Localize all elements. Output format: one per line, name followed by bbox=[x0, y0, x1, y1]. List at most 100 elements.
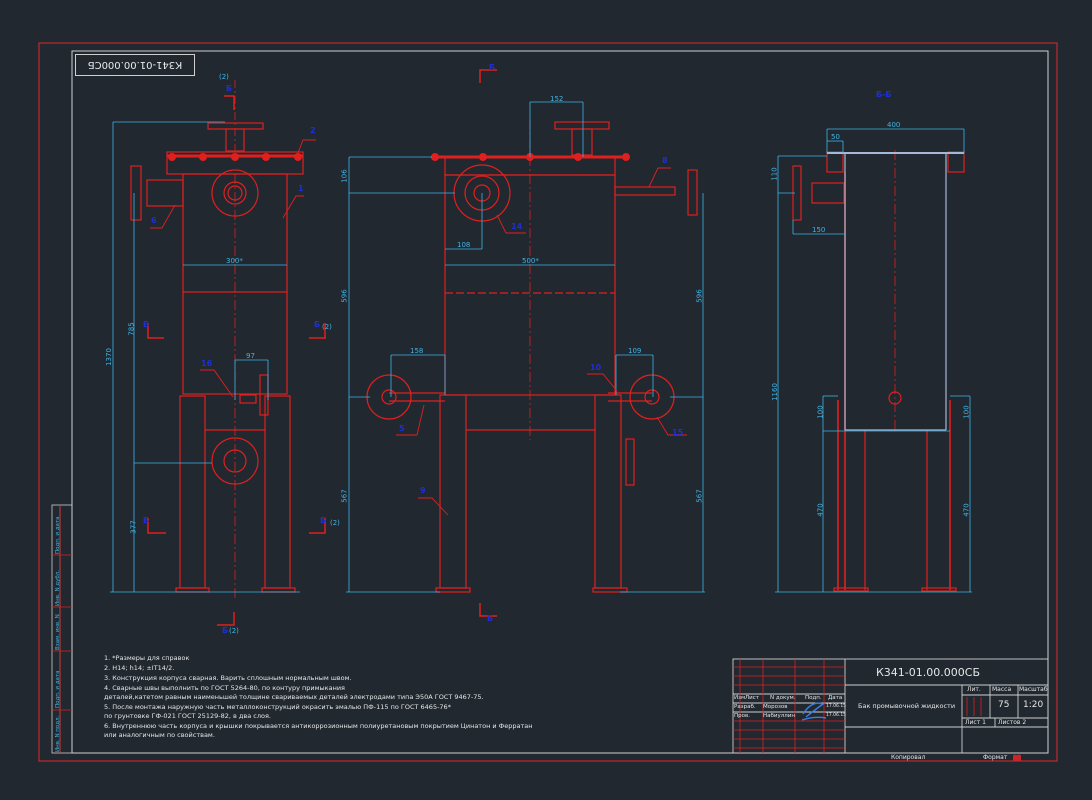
callout-2-bottom: (2) bbox=[229, 627, 239, 635]
title-block-red-grid bbox=[733, 659, 982, 753]
note-5: 5. После монтажа наружную часть металлок… bbox=[104, 703, 451, 711]
dim-1160: 1160 bbox=[770, 383, 779, 401]
note-4: 4. Сварные швы выполнить по ГОСТ 5264-80… bbox=[104, 684, 345, 692]
dim-150: 150 bbox=[812, 226, 826, 234]
rev-header-doc: N докум. bbox=[770, 695, 796, 701]
front-view-bolts bbox=[431, 153, 630, 161]
sheets-total: Листов 2 bbox=[998, 719, 1027, 726]
header-scale: Масштаб bbox=[1019, 686, 1048, 693]
front-view-dimensions bbox=[346, 101, 705, 593]
callout-2-right: (2) bbox=[322, 323, 332, 331]
scale-value: 1:20 bbox=[1023, 700, 1044, 710]
sheet-number: Лист 1 bbox=[965, 719, 986, 726]
position-2: 2 bbox=[310, 126, 316, 135]
section-markers bbox=[147, 69, 497, 626]
dim-300: 300* bbox=[226, 257, 243, 265]
position-9: 9 bbox=[420, 486, 426, 495]
title-block-drawing-title: Бак промывочной жидкости bbox=[858, 702, 956, 710]
side-label-inv-dubl: Инв. N дубл. bbox=[55, 569, 61, 606]
rev-header-list: Лист bbox=[745, 695, 759, 701]
section-mark-right-1: Б bbox=[314, 320, 321, 329]
dim-100-right: 100 bbox=[962, 405, 971, 419]
section-mark-b-front-top: Б bbox=[489, 63, 496, 72]
dim-567-right: 567 bbox=[695, 489, 704, 503]
section-mark-bottom: Б bbox=[222, 626, 229, 635]
dim-377: 377 bbox=[129, 520, 138, 534]
name-checker: Набиуллин bbox=[763, 713, 795, 719]
dim-97: 97 bbox=[246, 352, 255, 360]
section-mark-right-2: Б bbox=[320, 516, 327, 525]
role-developer: Разраб. bbox=[734, 704, 756, 710]
signature bbox=[801, 702, 827, 721]
side-label-inv-podl: Инв. N подл. bbox=[55, 715, 61, 752]
callout-2-bottom-right: (2) bbox=[330, 519, 340, 527]
dim-596-right: 596 bbox=[695, 289, 704, 303]
position-15: 15 bbox=[672, 428, 684, 437]
dim-100-left: 100 bbox=[816, 405, 825, 419]
rev-header-sign: Подп. bbox=[805, 695, 822, 701]
title-block bbox=[732, 658, 1049, 754]
sheet-frame bbox=[71, 50, 1049, 754]
rev-header-izm: Изм bbox=[734, 695, 746, 701]
side-label-podp-data-2: Подп. и дата bbox=[55, 670, 61, 708]
dim-785: 785 bbox=[127, 322, 136, 336]
section-view-dimensions bbox=[775, 128, 972, 593]
section-view bbox=[792, 150, 965, 592]
note-2: 2. H14; h14; ±IT14/2. bbox=[104, 664, 175, 672]
format-label: Формат bbox=[983, 754, 1008, 761]
side-strip-red-ticks bbox=[52, 505, 72, 753]
format-value: А3 bbox=[1013, 754, 1021, 761]
section-mark-b-top: Б bbox=[226, 84, 233, 93]
dim-110: 110 bbox=[770, 167, 779, 181]
position-5: 5 bbox=[399, 424, 405, 433]
position-1: 1 bbox=[298, 184, 304, 193]
dim-400: 400 bbox=[887, 121, 901, 129]
rotated-drawing-code-stamp: К341-01.00.000СБ bbox=[75, 54, 195, 76]
side-label-podp-data-1: Подп. и дата bbox=[55, 516, 61, 554]
section-title-b-b: Б-Б bbox=[876, 90, 892, 99]
callout-2-top: (2) bbox=[219, 73, 229, 81]
section-mark-left-1: Б bbox=[143, 320, 150, 329]
dim-470-right: 470 bbox=[962, 503, 971, 517]
header-mass: Масса bbox=[992, 686, 1012, 693]
dim-109: 109 bbox=[628, 347, 642, 355]
date-developer: 17.06.15 bbox=[826, 704, 847, 709]
left-view-dimensions bbox=[110, 121, 300, 593]
section-view-body bbox=[827, 152, 964, 431]
mass-value: 75 bbox=[998, 700, 1010, 710]
note-6-cont: или аналогичным по свойствам. bbox=[104, 731, 215, 739]
section-mark-b-front-bottom: Б bbox=[487, 614, 494, 623]
name-developer: Морозов bbox=[763, 704, 788, 710]
stamp-text: К341-01.00.000СБ bbox=[87, 59, 183, 71]
side-label-vzam-inv: Взам. инв. N bbox=[55, 614, 61, 650]
left-view bbox=[130, 80, 304, 600]
sheet-outer-border bbox=[38, 42, 1058, 762]
role-checker: Пров. bbox=[734, 713, 750, 719]
position-6: 6 bbox=[151, 216, 157, 225]
position-16: 16 bbox=[201, 359, 213, 368]
note-6: 6. Внутреннюю часть корпуса и крышки пок… bbox=[104, 722, 533, 730]
dim-152: 152 bbox=[550, 95, 564, 103]
front-view bbox=[366, 120, 698, 593]
note-4-cont: деталей,катетом равным наименьшей толщин… bbox=[104, 693, 484, 701]
position-10: 10 bbox=[590, 363, 602, 372]
dim-108: 108 bbox=[457, 241, 471, 249]
date-checker: 17.06.15 bbox=[826, 713, 847, 718]
dim-106: 106 bbox=[340, 169, 349, 183]
left-view-bolts bbox=[168, 153, 302, 161]
leaders-left bbox=[150, 139, 316, 398]
dim-158: 158 bbox=[410, 347, 424, 355]
dim-567-left: 567 bbox=[340, 489, 349, 503]
note-3: 3. Конструкция корпуса сварная. Варить с… bbox=[104, 674, 352, 682]
dim-1370: 1370 bbox=[104, 348, 113, 366]
note-5-cont: по грунтовке ГФ-021 ГОСТ 25129-82, в два… bbox=[104, 712, 271, 720]
header-lit: Лит. bbox=[967, 686, 981, 693]
format-red-mark bbox=[1013, 755, 1021, 761]
position-14: 14 bbox=[511, 222, 523, 231]
dim-470-left: 470 bbox=[816, 503, 825, 517]
rev-header-date: Дата bbox=[828, 695, 843, 701]
section-mark-left-2: Б bbox=[143, 516, 150, 525]
position-8: 8 bbox=[662, 156, 668, 165]
technical-notes: 1. *Размеры для справок 2. H14; h14; ±IT… bbox=[104, 654, 533, 740]
